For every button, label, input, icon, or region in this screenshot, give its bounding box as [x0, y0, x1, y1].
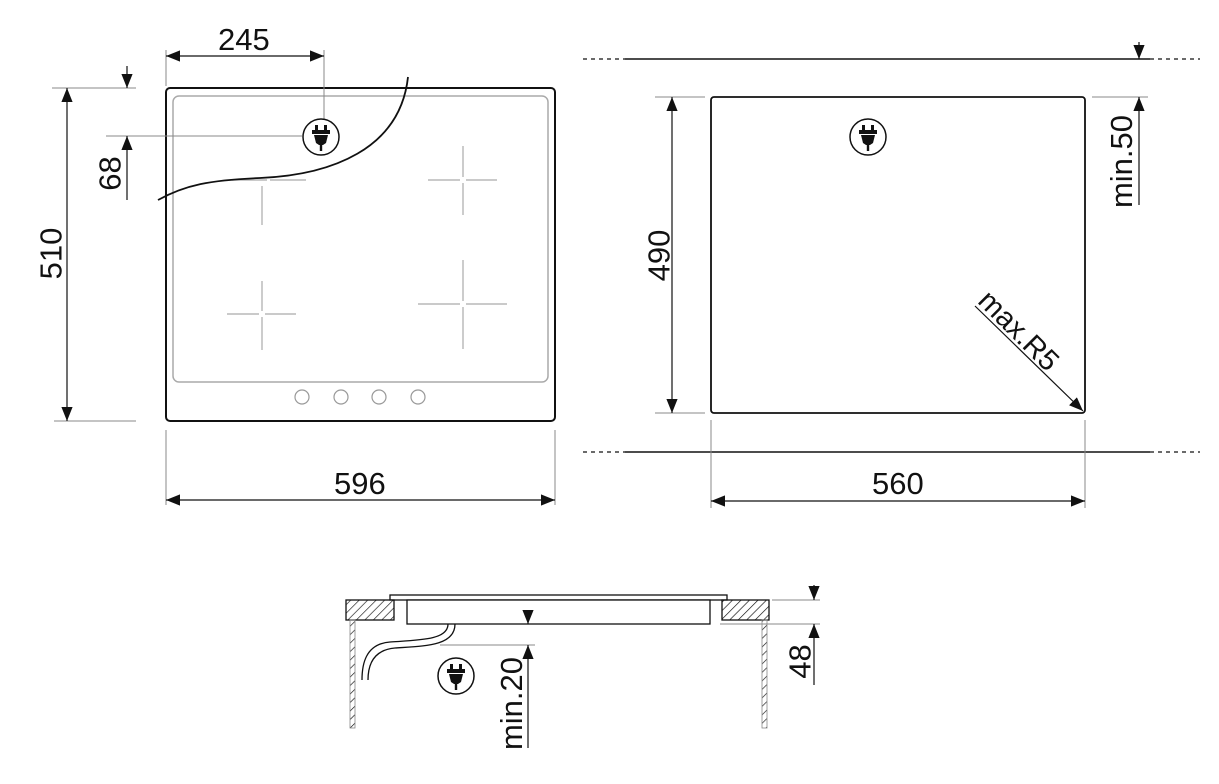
power-plug-icon [437, 657, 475, 695]
cabinet-wall-right [761, 619, 768, 729]
dim-plug-offset-y: 68 [92, 156, 128, 191]
side-view [345, 585, 820, 748]
cutout-view [583, 42, 1200, 508]
cutout-outline [710, 96, 1086, 414]
power-plug-icon [302, 118, 340, 156]
hob-body [406, 599, 711, 625]
dim-cutout-width: 560 [872, 466, 924, 501]
cable-curve [157, 76, 409, 201]
top-view [52, 50, 556, 506]
power-plug-icon [849, 118, 887, 156]
dim-hob-width: 596 [334, 466, 386, 501]
dim-clearance-below: min.20 [494, 656, 530, 751]
dim-plug-offset-x: 245 [218, 22, 270, 57]
glass-top [389, 594, 728, 601]
dim-cutout-depth: 490 [641, 229, 677, 282]
dim-hob-depth: 510 [33, 227, 69, 280]
hob-outline [165, 87, 556, 422]
glass-panel [172, 95, 549, 383]
dim-rear-clearance: min.50 [1104, 114, 1140, 209]
worktop-right [721, 599, 770, 621]
dim-hob-height: 48 [782, 644, 818, 679]
control-knobs [294, 389, 426, 405]
worktop-left [345, 599, 395, 621]
burner-markers [227, 146, 507, 350]
cabinet-wall-left [349, 619, 356, 729]
